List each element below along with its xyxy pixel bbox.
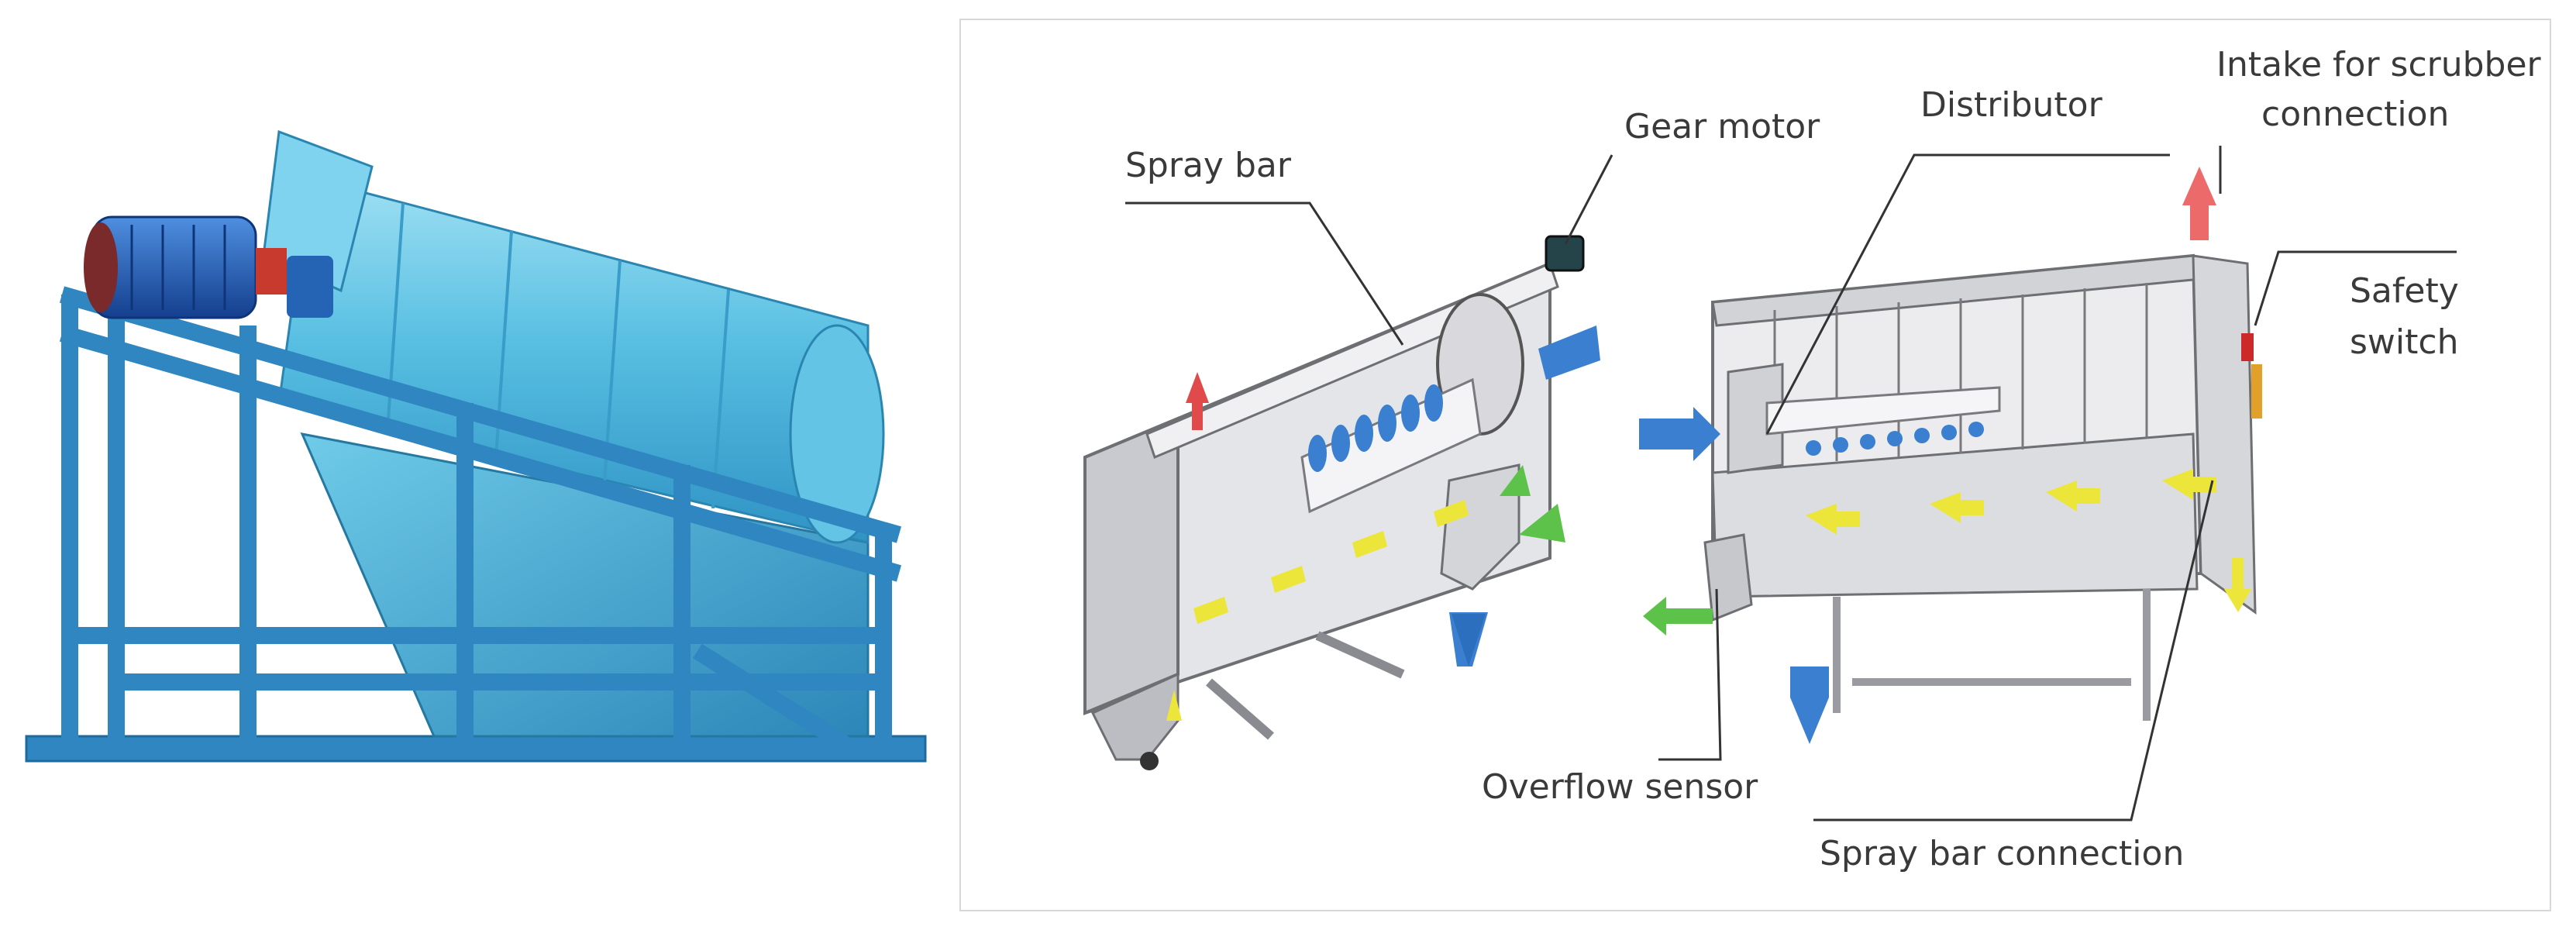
cutaway-machine-left	[1083, 235, 1600, 770]
label-distributor: Distributor	[1920, 85, 2102, 125]
label-gear-motor: Gear motor	[1624, 107, 1820, 146]
leader-lines	[1125, 146, 2457, 822]
trough-machine-right	[1639, 167, 2262, 744]
support-frame	[59, 286, 902, 752]
spray-nozzles	[1308, 384, 1443, 472]
electric-motor	[84, 215, 333, 319]
arrow-green-out-right	[1643, 597, 1713, 636]
arrow-yellow-down-left	[1166, 690, 1182, 721]
arrow-green-left-2	[1500, 465, 1531, 496]
label-intake-scrubber-line1: Intake for scrubber	[2216, 45, 2541, 84]
label-safety-switch-line2: switch	[2350, 322, 2459, 362]
spray-nozzles-right	[1806, 422, 1984, 456]
arrow-blue-in-right	[1639, 407, 1720, 461]
label-overflow-sensor: Overflow sensor	[1482, 767, 1758, 807]
arrow-red-up-right	[2182, 167, 2216, 240]
arrow-red-up-left	[1186, 372, 1209, 430]
drum-screen-photo	[25, 129, 927, 763]
arrow-blue-in-left	[1538, 326, 1600, 380]
label-safety-switch-line1: Safety	[2350, 271, 2459, 311]
arrows-yellow-left	[1193, 500, 1469, 624]
arrow-green-left	[1519, 504, 1565, 542]
arrow-yellow-down-right	[2224, 558, 2251, 612]
label-spray-bar: Spray bar	[1125, 146, 1291, 185]
label-spray-bar-connection: Spray bar connection	[1820, 834, 2185, 873]
arrows-yellow-right	[1806, 469, 2216, 535]
label-intake-scrubber-line2: connection	[2261, 95, 2450, 134]
arrow-blue-down-right	[1790, 666, 1829, 744]
